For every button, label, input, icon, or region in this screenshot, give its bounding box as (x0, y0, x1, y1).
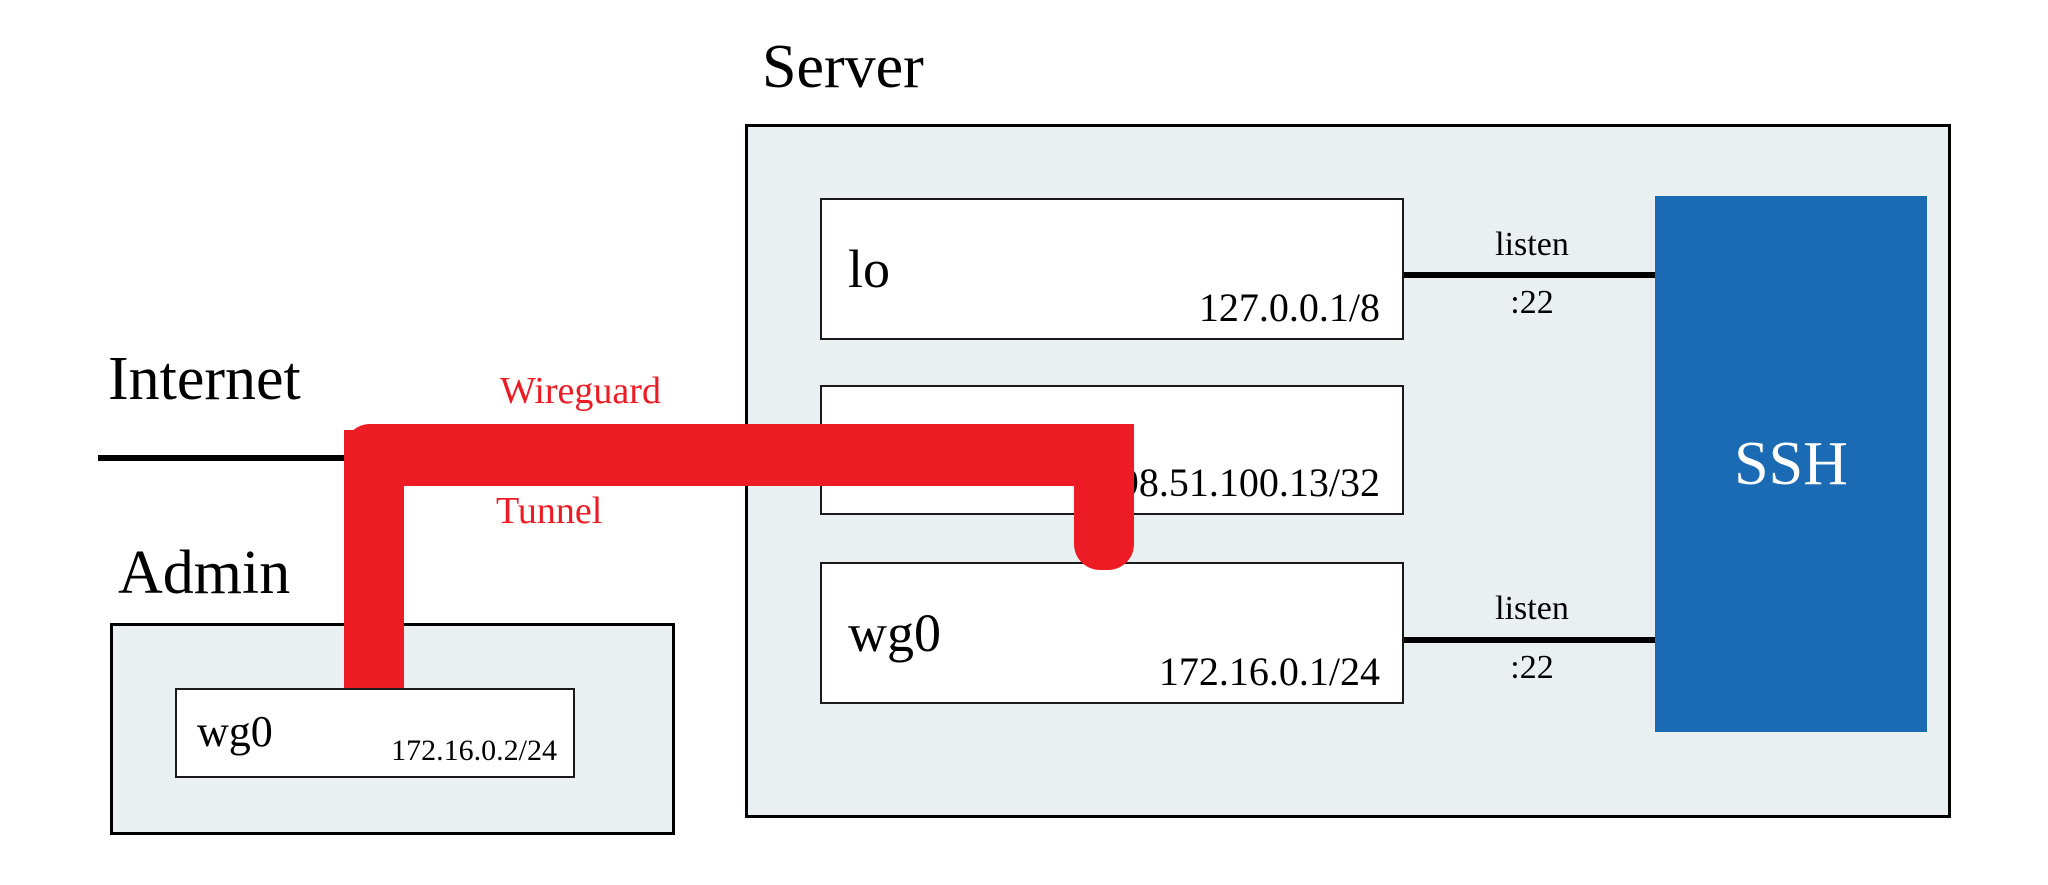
server-interface-wg0: wg0 172.16.0.1/24 (820, 562, 1404, 704)
internet-link-line (98, 455, 388, 461)
interface-address: 198.51.100.13/32 (1098, 460, 1380, 505)
ssh-service-label: SSH (1734, 430, 1848, 498)
tunnel-segment-server-vertical (1074, 424, 1134, 570)
internet-label: Internet (108, 345, 301, 413)
wg0-to-ssh-link-line (1404, 637, 1656, 643)
interface-name: lo (848, 239, 891, 299)
interface-address: 172.16.0.1/24 (1158, 649, 1380, 694)
lo-to-ssh-link-line (1404, 272, 1656, 278)
admin-zone-title: Admin (118, 539, 291, 607)
interface-address: 172.16.0.2/24 (391, 734, 557, 767)
tunnel-label-line-1: Wireguard (500, 370, 661, 412)
interface-name: wg0 (197, 707, 273, 756)
admin-interface-wg0: wg0 172.16.0.2/24 (175, 688, 575, 778)
server-interface-lo: lo 127.0.0.1/8 (820, 198, 1404, 340)
wg0-listen-port-label: :22 (1510, 649, 1554, 686)
interface-name: wg0 (848, 603, 941, 663)
server-zone-title: Server (762, 33, 924, 101)
lo-listen-verb-label: listen (1495, 226, 1569, 263)
tunnel-segment-horizontal (344, 424, 1134, 486)
lo-listen-port-label: :22 (1510, 284, 1554, 321)
tunnel-label-line-2: Tunnel (496, 490, 603, 532)
ssh-service-box: SSH (1655, 196, 1927, 732)
wg0-listen-verb-label: listen (1495, 590, 1569, 627)
interface-address: 127.0.0.1/8 (1198, 285, 1380, 330)
